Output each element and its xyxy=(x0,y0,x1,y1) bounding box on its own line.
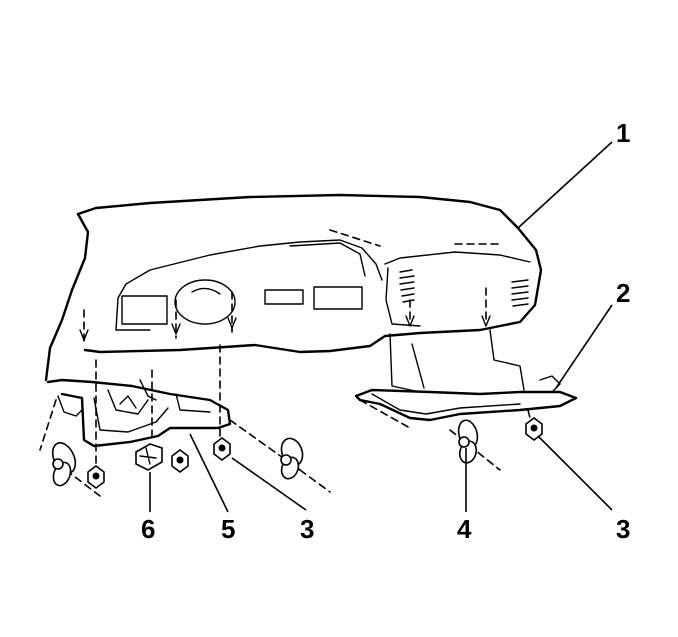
callout-2: 2 xyxy=(616,278,630,308)
clip-right xyxy=(457,419,479,464)
clip-center xyxy=(280,437,304,480)
module-component xyxy=(135,443,163,471)
nut-fasteners xyxy=(87,417,543,489)
callout-1: 1 xyxy=(616,118,630,148)
callout-4: 4 xyxy=(457,514,472,544)
callout-5: 5 xyxy=(221,514,235,544)
right-vent-grille xyxy=(399,269,529,307)
left-lower-bracket xyxy=(46,378,232,448)
nut-center xyxy=(213,437,231,461)
nut-center-left xyxy=(171,449,189,473)
nut-right xyxy=(525,417,543,441)
instrument-panel xyxy=(44,193,543,382)
callout-3-left: 3 xyxy=(300,514,314,544)
callout-3-right: 3 xyxy=(616,514,630,544)
fastener-alignment-lines xyxy=(39,287,533,497)
clip-left xyxy=(51,442,77,487)
right-lower-bracket xyxy=(354,329,578,422)
callout-leaders xyxy=(149,141,613,513)
clip-fasteners xyxy=(51,419,479,487)
nut-left xyxy=(87,465,105,489)
callout-6: 6 xyxy=(141,514,155,544)
